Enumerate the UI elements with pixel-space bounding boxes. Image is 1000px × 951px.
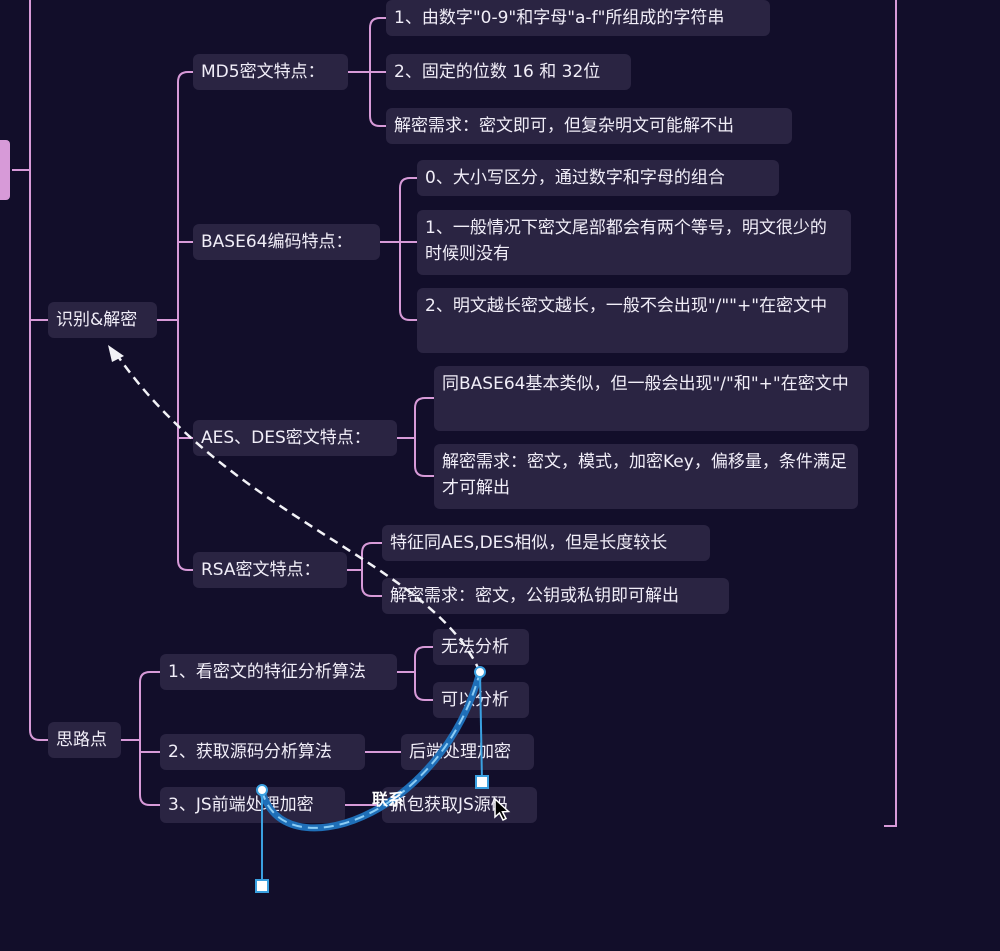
relation-arrow-head [108,345,124,362]
relation-dashed-line [113,351,482,673]
node-md5-item-2[interactable]: 2、固定的位数 16 和 32位 [386,54,631,90]
node-rsa-item-2[interactable]: 解密需求：密文，公钥或私钥即可解出 [382,578,729,614]
node-step-3[interactable]: 3、JS前端处理加密 [160,787,345,823]
node-aes-item-2[interactable]: 解密需求：密文，模式，加密Key，偏移量，条件满足才可解出 [434,444,858,509]
node-step-3-capture-js[interactable]: 抓包获取JS源码 [382,787,537,823]
node-thinking-points[interactable]: 思路点 [48,722,121,758]
node-identify-decrypt[interactable]: 识别&解密 [48,302,157,338]
mouse-cursor-icon [494,798,511,822]
node-step-1[interactable]: 1、看密文的特征分析算法 [160,654,397,690]
node-step-2-backend[interactable]: 后端处理加密 [401,734,534,770]
node-base64-item-1[interactable]: 0、大小写区分，通过数字和字母的组合 [417,160,779,196]
node-md5-item-1[interactable]: 1、由数字"0-9"和字母"a-f"所组成的字符串 [386,0,770,36]
node-md5-title[interactable]: MD5密文特点： [193,54,348,90]
node-step-1-can-analyze[interactable]: 可以分析 [433,682,529,718]
node-base64-title[interactable]: BASE64编码特点： [193,224,380,260]
node-aes-title[interactable]: AES、DES密文特点： [193,420,397,456]
node-rsa-title[interactable]: RSA密文特点： [193,552,347,588]
node-base64-item-3[interactable]: 2、明文越长密文越长，一般不会出现"/""+"在密文中 [417,288,848,353]
node-rsa-item-1[interactable]: 特征同AES,DES相似，但是长度较长 [382,525,710,561]
node-md5-item-3[interactable]: 解密需求：密文即可，但复杂明文可能解不出 [386,108,792,144]
connector-label[interactable]: 联系 [372,790,405,809]
control-handle-square-left [255,879,269,893]
root-node-tab[interactable] [0,140,10,200]
node-step-1-cannot-analyze[interactable]: 无法分析 [433,629,529,665]
node-base64-item-2[interactable]: 1、一般情况下密文尾部都会有两个等号，明文很少的时候则没有 [417,210,851,275]
node-step-2[interactable]: 2、获取源码分析算法 [160,734,365,770]
node-aes-item-1[interactable]: 同BASE64基本类似，但一般会出现"/"和"+"在密文中 [434,366,869,431]
control-point-right [474,666,486,678]
